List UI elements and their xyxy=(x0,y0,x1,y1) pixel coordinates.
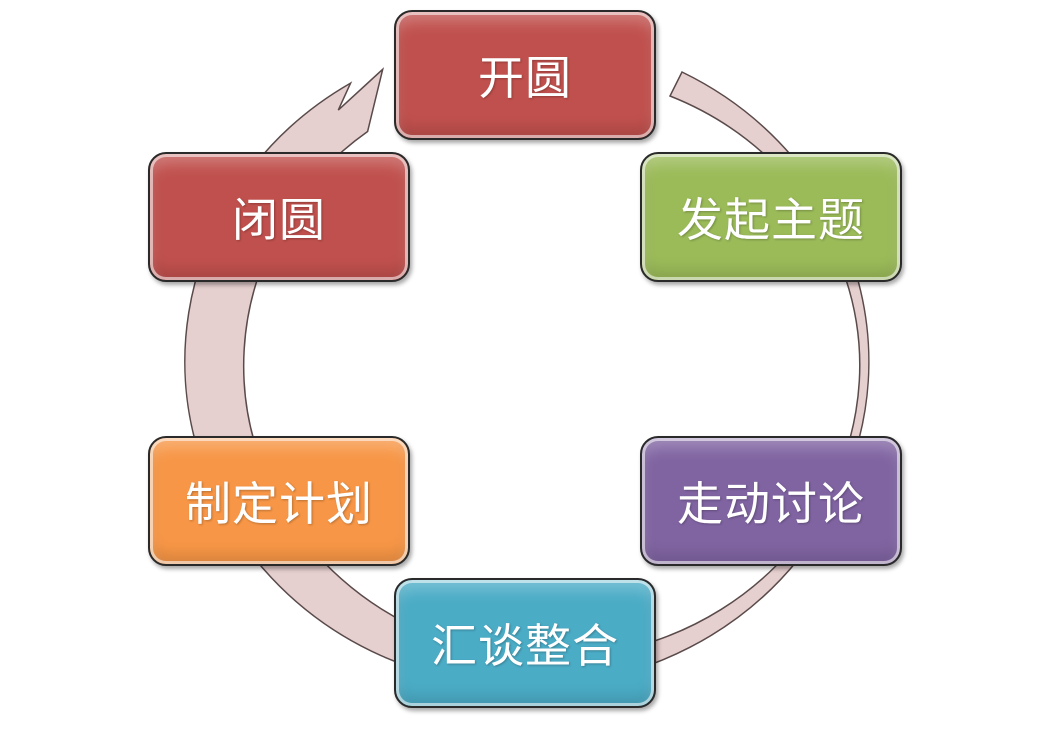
step-node-dialogue-integrate: 汇谈整合 xyxy=(394,578,656,708)
step-node-make-plan: 制定计划 xyxy=(148,436,410,566)
step-label-initiate-topic: 发起主题 xyxy=(677,193,865,247)
step-label-close-circle: 闭圆 xyxy=(232,193,326,247)
step-label-dialogue-integrate: 汇谈整合 xyxy=(431,619,619,673)
step-node-walk-discuss: 走动讨论 xyxy=(640,436,902,566)
step-node-close-circle: 闭圆 xyxy=(148,152,410,282)
step-node-initiate-topic: 发起主题 xyxy=(640,152,902,282)
step-node-open-circle: 开圆 xyxy=(394,10,656,140)
step-label-open-circle: 开圆 xyxy=(478,51,572,105)
step-label-walk-discuss: 走动讨论 xyxy=(677,477,865,531)
step-label-make-plan: 制定计划 xyxy=(185,477,373,531)
